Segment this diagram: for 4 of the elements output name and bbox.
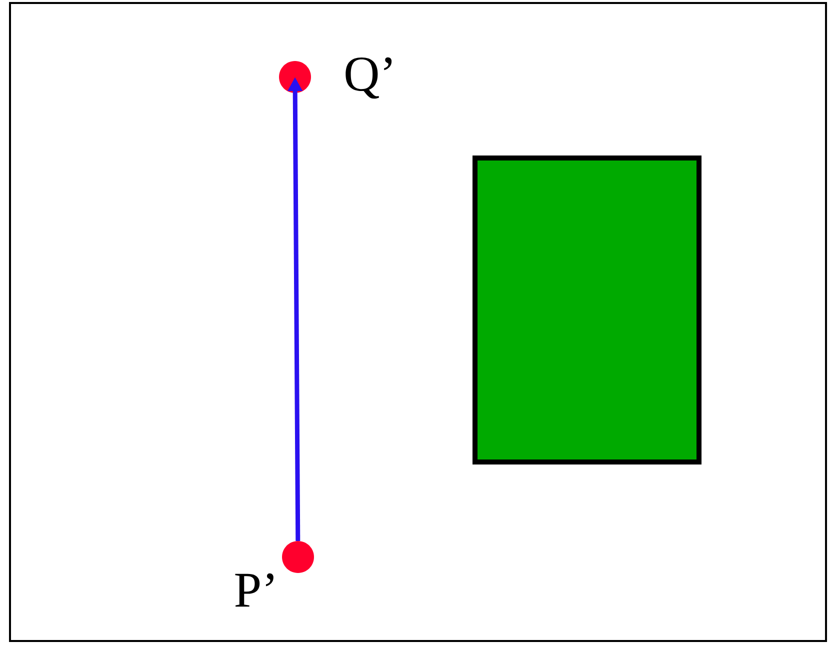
point-label: P’ — [235, 573, 274, 607]
point-dot — [282, 541, 314, 573]
point-label: Q’ — [346, 57, 392, 99]
rectangle — [472, 156, 702, 464]
